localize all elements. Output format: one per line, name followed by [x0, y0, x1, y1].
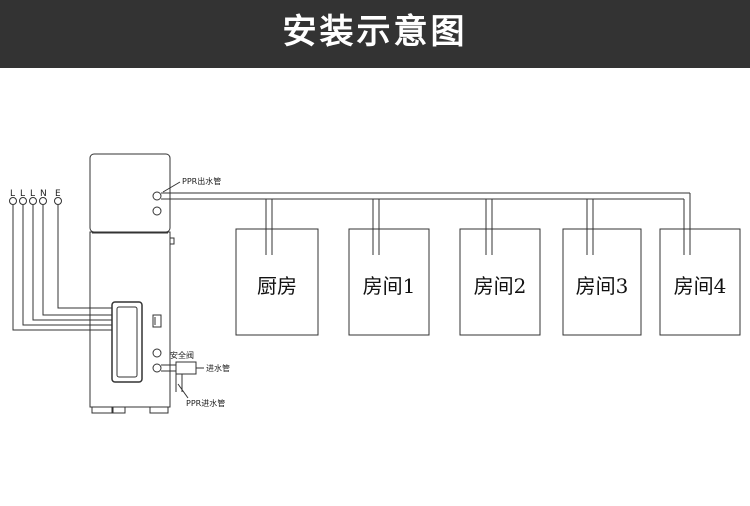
terminal-label: L: [30, 189, 35, 199]
safety-valve-label: 安全阀: [170, 350, 194, 360]
inlet-pipe-label: PPR进水管: [186, 398, 225, 408]
room-box-3: [562, 228, 642, 336]
inlet-pipe: [161, 361, 204, 392]
port-icon: [152, 348, 162, 358]
installation-diagram: L L L N E PPR出水管 安全阀 进水管 PPR进水管 厨房 房间1 房…: [9, 153, 741, 414]
room-label-3: 房间3: [576, 274, 629, 298]
terminal-label: E: [55, 189, 61, 199]
terminal-n-icon: [39, 197, 47, 205]
terminal-l2-icon: [19, 197, 27, 205]
page-title: 安装示意图: [282, 12, 468, 52]
room-label-kitchen: 厨房: [257, 274, 297, 298]
room-label-1: 房间1: [363, 274, 416, 298]
terminal-label: L: [10, 189, 15, 199]
safety-valve-icon: [175, 361, 197, 375]
terminal-l1-icon: [9, 197, 17, 205]
outlet-pipe-label: PPR出水管: [182, 176, 221, 186]
room-box-2: [459, 228, 541, 336]
terminal-label: L: [20, 189, 25, 199]
water-heater-unit: [89, 153, 175, 414]
inlet-port-icon: [152, 363, 162, 373]
tank-upper-body: [89, 153, 171, 233]
terminal-label: N: [40, 189, 47, 199]
power-wires: [9, 197, 112, 331]
control-panel: [111, 301, 143, 383]
terminal-l3-icon: [29, 197, 37, 205]
room-label-4: 房间4: [674, 274, 727, 298]
outlet-port-icon: [152, 191, 162, 201]
inlet-label: 进水管: [206, 363, 230, 373]
terminal-e-icon: [54, 197, 62, 205]
header-bar: 安装示意图: [0, 0, 750, 68]
port-icon: [152, 206, 162, 216]
room-box-1: [348, 228, 430, 336]
room-box-4: [659, 228, 741, 336]
outlet-pipe: [161, 192, 691, 255]
room-box-kitchen: [235, 228, 319, 336]
room-label-2: 房间2: [474, 274, 527, 298]
